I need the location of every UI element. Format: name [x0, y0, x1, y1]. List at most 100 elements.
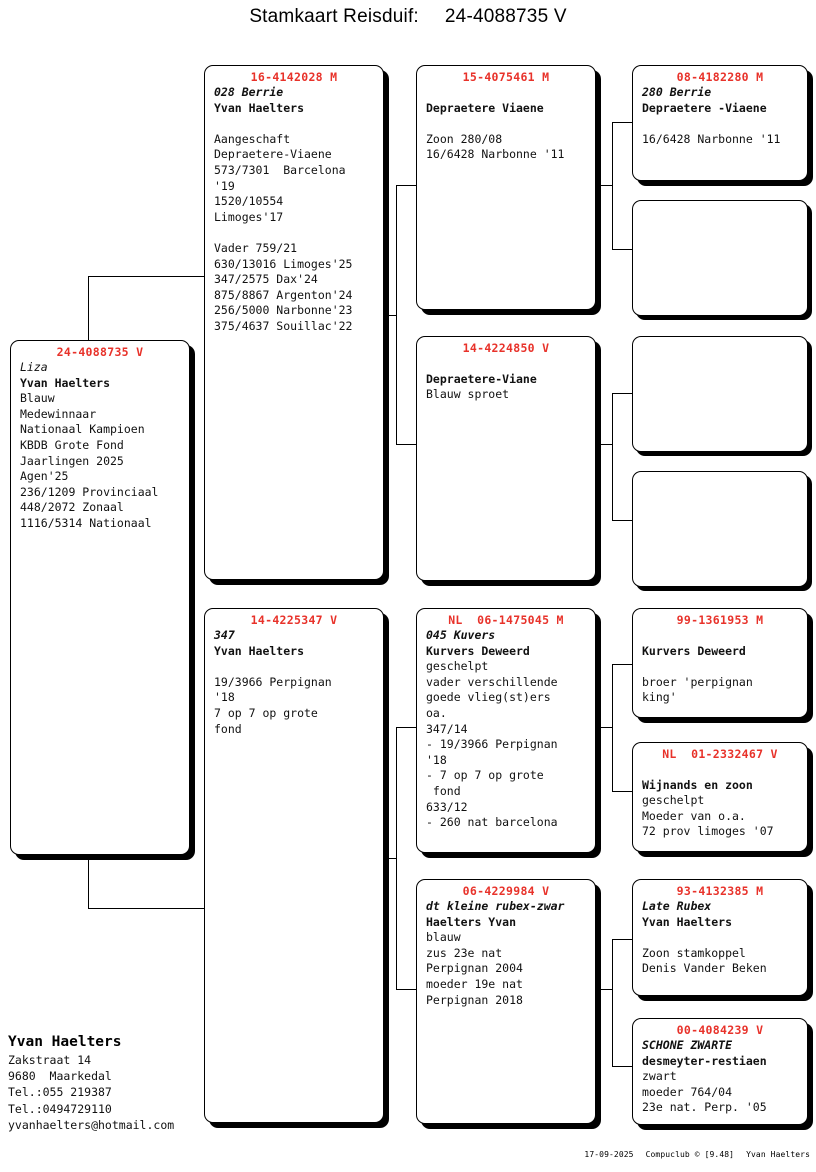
detail-line: desmeyter-restiaen	[642, 1053, 767, 1068]
detail-line: moeder 764/04	[642, 1084, 733, 1099]
detail-line: Moeder van o.a.	[642, 808, 746, 823]
connector-ss-to-a	[612, 122, 634, 123]
detail-line: 375/4637 Souillac'22	[214, 318, 353, 333]
connector-ds-to-a	[612, 664, 634, 665]
detail-line: Perpignan 2004	[426, 961, 523, 976]
ring-number: NL 06-1475045 M	[448, 613, 564, 627]
detail-line: goede vlieg(st)ers	[426, 690, 551, 705]
ring-number: NL 01-2332467 V	[662, 747, 778, 761]
detail-line: Limoges'17	[214, 209, 284, 224]
detail-line: 23e nat. Perp. '05	[642, 1100, 767, 1115]
detail-line: zwart	[642, 1069, 677, 1084]
detail-line: Blauw	[20, 391, 55, 406]
pedigree-box-sdp-sire[interactable]	[632, 336, 808, 452]
detail-line: Depraetere -Viaene	[642, 100, 767, 115]
pedigree-box-sire-sire[interactable]: 15-4075461 M Depraetere Viaene Zoon 280/…	[416, 65, 596, 310]
page-title-ring: 24-4088735 V	[444, 6, 567, 27]
detail-line: 028 Berrie	[214, 85, 284, 99]
detail-line: 1520/10554	[214, 194, 284, 209]
detail-line: 347/2575 Dax'24	[214, 272, 318, 287]
detail-line: 72 prov limoges '07	[642, 824, 774, 839]
connector-sire-to-ss	[396, 185, 418, 186]
print-software: Compuclub © [9.48]	[645, 1150, 735, 1159]
detail-line: zus 23e nat	[426, 945, 503, 960]
page-title: Stamkaart Reisduif:24-4088735 V	[0, 6, 816, 28]
ring-number: 14-4224850 V	[462, 341, 550, 355]
detail-line	[426, 116, 595, 132]
detail-line: 448/2072 Zonaal	[20, 500, 124, 515]
detail-line	[214, 659, 383, 675]
detail-line: Kurvers Deweerd	[426, 643, 530, 658]
connector-dam-split	[396, 727, 397, 990]
detail-line: fond	[214, 721, 242, 736]
detail-line: oa.	[426, 705, 447, 720]
detail-line: Denis Vander Beken	[642, 961, 767, 976]
detail-line	[426, 85, 595, 101]
pedigree-box-ssp-dam[interactable]	[632, 200, 808, 316]
ring-number: 15-4075461 M	[462, 70, 550, 84]
detail-line: 1116/5314 Nationaal	[20, 515, 152, 530]
detail-line	[642, 116, 807, 132]
connector-sd-in	[594, 444, 612, 445]
detail-line: Blauw sproet	[426, 387, 510, 402]
detail-line: king'	[642, 690, 677, 705]
detail-line: Kurvers Deweerd	[642, 643, 746, 658]
detail-line: Wijnands en zoon	[642, 777, 753, 792]
connector-dam-to-ds	[396, 727, 418, 728]
connector-ds-split	[612, 664, 613, 792]
connector-sd-split	[612, 393, 613, 521]
detail-line: 630/13016 Limoges'25	[214, 256, 353, 271]
detail-line: dt kleine rubex-zwar	[426, 899, 565, 913]
connector-ss-to-b	[612, 249, 634, 250]
connector-subject-stem	[88, 276, 89, 345]
detail-line: Depraetere-Viaene	[214, 147, 332, 162]
connector-sire-split	[396, 185, 397, 445]
ring-number: 93-4132385 M	[676, 884, 764, 898]
connector-dam-in	[378, 858, 396, 859]
breeder-line: Tel.:055 219387	[8, 1085, 112, 1100]
detail-line: '19	[214, 178, 235, 193]
detail-line: Agen'25	[20, 469, 69, 484]
ring-number: 99-1361953 M	[676, 613, 764, 627]
connector-dd-to-a	[612, 939, 634, 940]
connector-ds-to-b	[612, 791, 634, 792]
pedigree-box-sdp-dam[interactable]	[632, 471, 808, 587]
connector-ds-in	[594, 727, 612, 728]
connector-sire-in	[378, 315, 396, 316]
pedigree-box-dsp-sire[interactable]: 99-1361953 M Kurvers Deweerd broer 'perp…	[632, 608, 808, 718]
breeder-line: Zakstraat 14	[8, 1053, 92, 1067]
detail-line: 573/7301 Barcelona	[214, 162, 346, 177]
connector-subject-to-dam	[88, 908, 206, 909]
detail-line: 045 Kuvers	[426, 628, 496, 642]
detail-line: Aangeschaft	[214, 131, 291, 146]
detail-line: 280 Berrie	[642, 85, 712, 99]
breeder-line: Tel.:0494729110	[8, 1101, 112, 1116]
breeder-line: 9680 Maarkedal	[8, 1069, 112, 1084]
detail-line: Zoon 280/08	[426, 131, 503, 146]
detail-line: - 7 op 7 op grote	[426, 768, 544, 783]
detail-line: 16/6428 Narbonne '11	[642, 131, 781, 146]
detail-line: 633/12	[426, 799, 468, 814]
detail-line	[642, 628, 807, 644]
detail-line	[642, 930, 807, 946]
detail-line: vader verschillende	[426, 674, 558, 689]
